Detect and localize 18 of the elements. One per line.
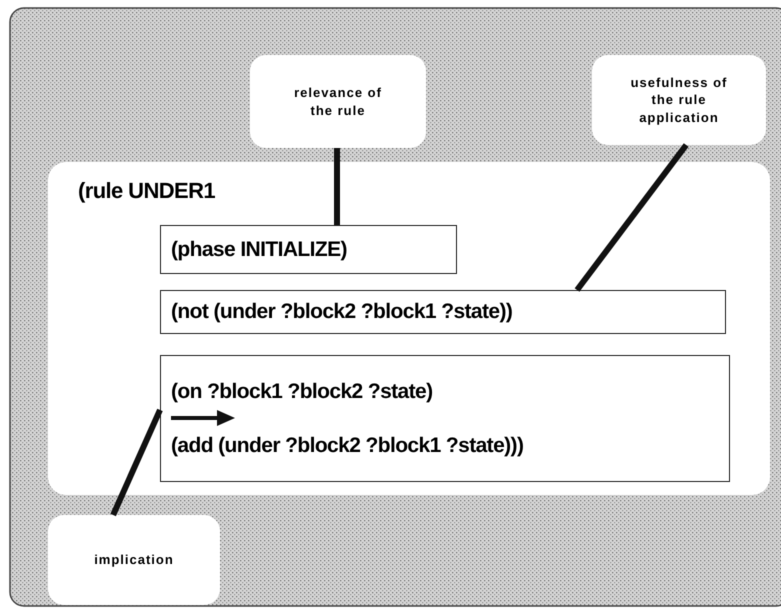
condition-box — [160, 355, 730, 482]
rule-panel — [48, 162, 770, 495]
leader-line — [110, 408, 163, 516]
callout-bubble — [48, 515, 220, 605]
condition-text: (on ?block1 ?block2 ?state) — [171, 380, 434, 404]
callout-text: usefulness of the rule application — [630, 74, 728, 126]
callout-text: implication — [94, 551, 174, 569]
leader-line — [574, 143, 689, 292]
condition-text: (not (under ?block2 ?block1 ?state)) — [171, 300, 514, 324]
condition-text: (add (under ?block2 ?block1 ?state))) — [171, 434, 524, 458]
callout-bubble — [250, 55, 426, 148]
condition-text: (phase INITIALIZE) — [171, 238, 348, 262]
condition-box — [160, 290, 726, 334]
callout-text: relevance of the rule — [293, 84, 383, 120]
rule-heading: (rule UNDER1 — [78, 178, 216, 204]
callout-bubble — [592, 55, 766, 145]
leader-line — [334, 148, 340, 225]
condition-box — [160, 225, 457, 274]
